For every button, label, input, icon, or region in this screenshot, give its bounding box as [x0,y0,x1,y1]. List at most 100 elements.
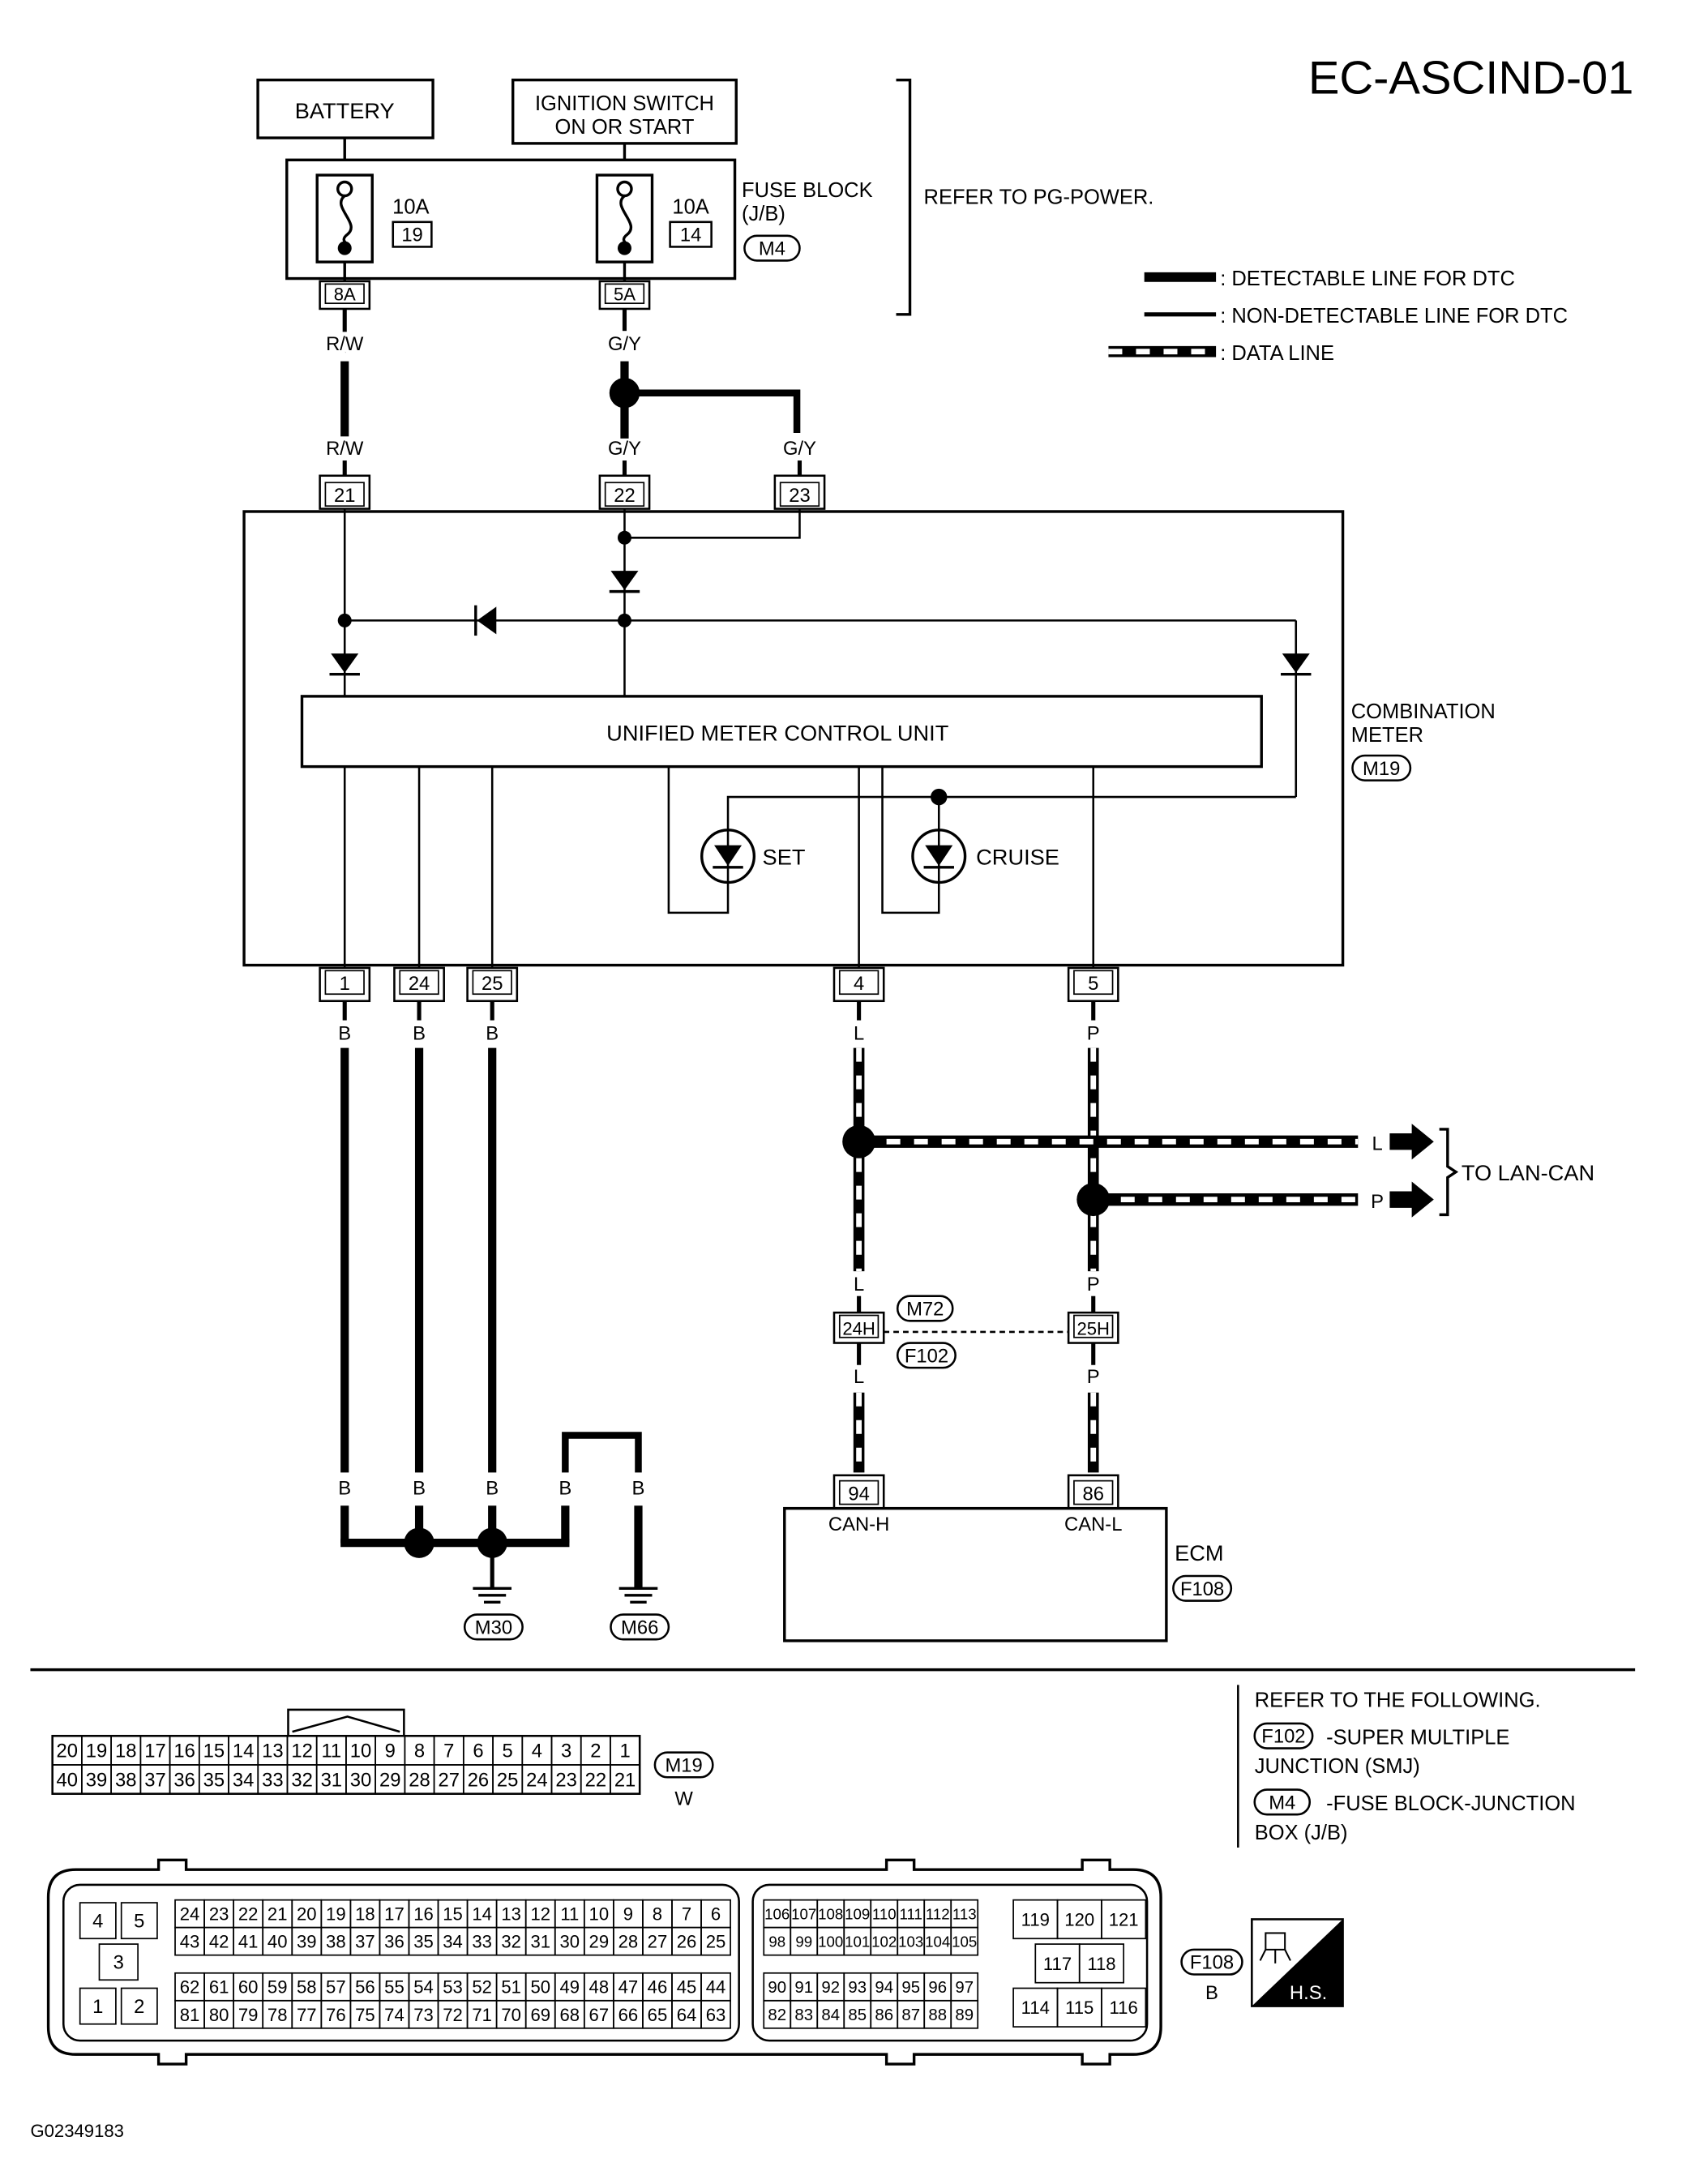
connector-cavity: 3 [550,1735,582,1766]
connector-cavity: 32 [286,1764,318,1795]
connector-cavity: 114 [1012,1987,1059,2028]
diode-symbol [609,571,640,593]
cavity-number: 52 [472,1977,492,1998]
connector-cavity: 46 [642,1972,673,2002]
cavity-number: 58 [297,1977,317,1998]
cavity-number: 86 [875,2006,893,2024]
ecm-connector: F108 [1180,1578,1224,1600]
page-code: EC-ASCIND-01 [1308,53,1634,105]
connector-cavity: 82 [763,1999,792,2029]
connector-cavity: 10 [583,1899,614,1929]
cavity-number: 43 [180,1932,200,1952]
connector-cavity: 23 [203,1899,234,1929]
meter-pin-21: 21 [319,474,371,510]
cavity-number: 12 [291,1741,312,1762]
cavity-number: 106 [764,1905,790,1922]
connector-cavity: 107 [790,1899,819,1929]
connector-cavity: 22 [233,1899,264,1929]
legend: : DETECTABLE LINE FOR DTC : NON-DETECTAB… [1108,268,1568,365]
cavity-number: 67 [589,2005,610,2025]
cavity-number: 29 [589,1932,610,1952]
connector-cavity: 5 [120,1902,158,1940]
cavity-number: 7 [682,1904,691,1925]
cavity-number: 108 [818,1905,843,1922]
connector-cavity: 95 [897,1972,926,2002]
connector-cavity: 29 [374,1764,406,1795]
combination-meter-connector: M19 [1363,758,1400,780]
cavity-number: 8 [414,1741,425,1762]
svg-text:P: P [1087,1022,1100,1044]
cavity-number: 17 [144,1741,165,1762]
cavity-number: 30 [560,1932,580,1952]
cavity-number: 111 [900,1905,922,1922]
cavity-number: 34 [233,1769,254,1791]
connector-cavity: 85 [843,1999,872,2029]
connector-cavity: 21 [610,1764,641,1795]
ecm-box: CAN-H CAN-L [783,1506,1168,1642]
cavity-number: 39 [297,1932,317,1952]
connector-cavity: 80 [203,1999,234,2029]
connector-cavity: 10 [345,1735,377,1766]
cavity-number: 6 [473,1741,483,1762]
unified-meter-control-unit [300,695,1263,769]
connector-cavity: 108 [816,1899,845,1929]
connector-cavity: 7 [433,1735,464,1766]
svg-text:21: 21 [334,485,355,507]
svg-text:1: 1 [340,973,350,995]
connector-cavity: 55 [379,1972,410,2002]
diode-symbol [329,653,360,676]
cavity-number: 78 [267,2005,288,2025]
connector-cavity: 7 [671,1899,702,1929]
cavity-number: 7 [443,1741,454,1762]
connector-cavity: 15 [437,1899,469,1929]
cavity-number: 11 [321,1741,341,1762]
wire-color-gy: G/Y [608,438,641,460]
connector-cavity: 37 [349,1926,381,1956]
svg-text:B: B [632,1478,645,1500]
harness-side-label: H.S. [1290,1982,1327,2004]
connector-cavity: 112 [923,1899,952,1929]
cavity-number: 11 [560,1904,579,1925]
connector-cavity: 81 [174,1999,205,2029]
cavity-number: 27 [648,1932,668,1952]
connector-cavity: 34 [437,1926,469,1956]
svg-text:5A: 5A [614,285,636,305]
connector-cavity: 74 [379,1999,410,2029]
connector-cavity: 27 [642,1926,673,1956]
cavity-number: 62 [180,1977,200,1998]
ignition-switch-source: IGNITION SWITCH ON OR START [511,78,738,145]
connector-cavity: 38 [320,1926,352,1956]
cavity-number: 18 [355,1904,375,1925]
fuse-block-label-line1: FUSE BLOCK [742,179,873,202]
svg-text:24: 24 [409,973,430,995]
cavity-number: 49 [560,1977,580,1998]
fuse-number-2: 14 [680,225,701,246]
svg-text:86: 86 [1082,1483,1103,1505]
svg-text:25: 25 [481,973,503,995]
cavity-number: 68 [560,2005,580,2025]
svg-text:-FUSE BLOCK-JUNCTION: -FUSE BLOCK-JUNCTION [1326,1792,1575,1815]
fuse-block-label-line2: (J/B) [742,203,785,225]
cavity-number: 64 [677,2005,697,2025]
connector-cavity: 75 [349,1999,381,2029]
connector-cavity: 73 [408,1999,439,2029]
f108-face-color: B [1205,1982,1218,2004]
cruise-indicator-led [911,829,967,884]
connector-cavity: 18 [349,1899,381,1929]
cavity-number: 47 [618,1977,639,1998]
connector-cavity: 63 [700,1999,731,2029]
cavity-number: 92 [821,1979,840,1997]
connector-cavity: 33 [257,1764,289,1795]
ground-connector-m30: M30 [475,1617,512,1638]
connector-cavity: 30 [554,1926,585,1956]
cavity-number: 22 [585,1769,606,1791]
cavity-number: 118 [1087,1954,1115,1974]
combination-meter: UNIFIED METER CONTROL UNIT SET CRUISE [242,508,1345,974]
cavity-number: 5 [503,1741,513,1762]
cavity-number: 31 [530,1932,550,1952]
connector-cavity: 59 [262,1972,293,2002]
arrow-right-icon [1389,1181,1434,1218]
cavity-number: 13 [262,1741,283,1762]
cavity-number: 74 [384,2005,404,2025]
connector-cavity: 72 [437,1999,469,2029]
